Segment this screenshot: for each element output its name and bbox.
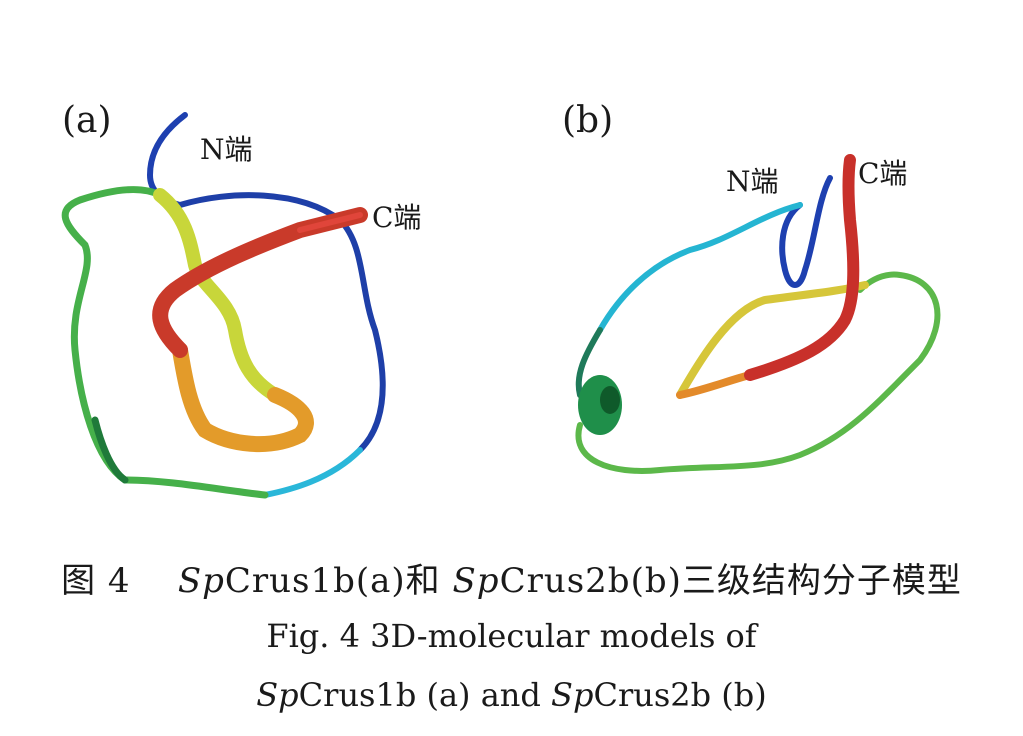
- panel-a-label: (a): [62, 100, 112, 141]
- figure-caption-english-line1: Fig. 4 3D-molecular models of: [266, 617, 757, 655]
- c-terminus-label-a: C端: [372, 201, 422, 234]
- caption-en-species-1: Sp: [256, 676, 299, 714]
- protein-model-a: [61, 112, 386, 499]
- caption-cn-name-2: Crus2b(b)三级结构分子模型: [499, 561, 962, 601]
- panel-a: (a) N端 C端: [0, 0, 500, 520]
- caption-cn-species-2: Sp: [452, 561, 500, 601]
- panel-b: (b) N端 C端: [500, 0, 1000, 520]
- n-terminus-label-b: N端: [726, 165, 779, 198]
- panel-b-label: (b): [562, 100, 614, 141]
- caption-en-species-2: Sp: [551, 676, 594, 714]
- caption-cn-species-1: Sp: [177, 561, 225, 601]
- figure-caption-chinese: 图 4 SpCrus1b(a)和 SpCrus2b(b)三级结构分子模型: [0, 553, 1023, 602]
- c-terminus-label-b: C端: [858, 157, 908, 190]
- caption-cn-name-1: Crus1b(a)和: [224, 561, 453, 601]
- caption-en-name-1: Crus1b (a) and: [298, 676, 552, 714]
- n-terminus-label-a: N端: [200, 133, 253, 166]
- figure-caption-english-line2: SpCrus1b (a) and SpCrus2b (b): [0, 676, 1023, 714]
- caption-en-name-2: Crus2b (b): [593, 676, 767, 714]
- protein-model-b: [575, 154, 941, 474]
- caption-cn-prefix: 图 4: [61, 561, 131, 601]
